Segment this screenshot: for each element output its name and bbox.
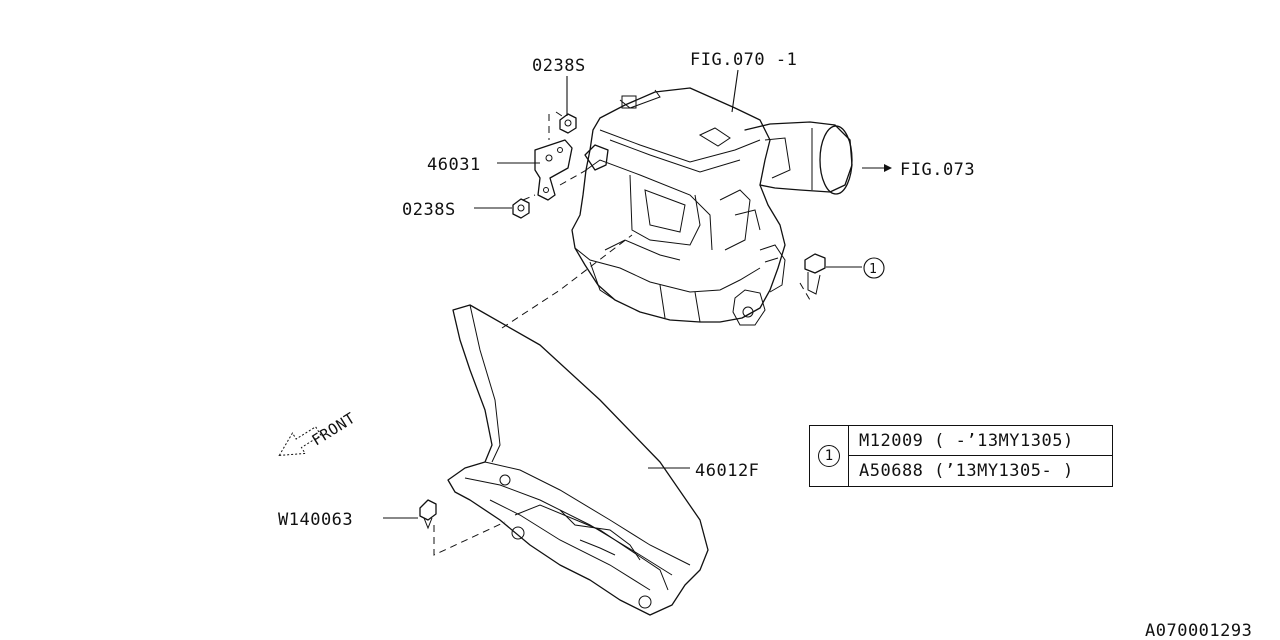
legend-row-2: A50688 (’13MY1305- ) — [859, 461, 1074, 481]
bracket-46031 — [534, 139, 573, 201]
air-cleaner-lower-46012f — [447, 304, 709, 616]
label-46031: 46031 — [427, 155, 481, 175]
nut-0238s-bottom — [512, 198, 530, 219]
legend-marker: 1 — [818, 445, 840, 467]
clip-w140063 — [419, 499, 437, 530]
assembly-lines — [433, 111, 811, 556]
label-46012f: 46012F — [695, 461, 759, 481]
nut-0238s-top — [559, 113, 577, 134]
leader-lines — [383, 69, 862, 519]
legend-marker-cell: 1 — [810, 426, 849, 486]
legend-row-1: M12009 ( -’13MY1305) — [849, 426, 1113, 456]
label-fig070-1: FIG.070 -1 — [690, 50, 797, 70]
label-w140063: W140063 — [278, 510, 353, 530]
callout-circle-1: 1 — [863, 257, 885, 279]
label-0238s-top: 0238S — [532, 56, 586, 76]
label-fig073: FIG.073 — [900, 160, 975, 180]
label-0238s-bottom: 0238S — [402, 200, 456, 220]
front-direction-arrow — [278, 426, 322, 457]
legend-table: 1 M12009 ( -’13MY1305) A50688 (’13MY1305… — [809, 425, 1113, 487]
front-label: FRONT — [309, 409, 359, 450]
air-cleaner-case — [571, 87, 853, 326]
case-stud — [584, 144, 609, 171]
figure-id: A070001293 — [1145, 621, 1252, 640]
bolt-callout-1 — [804, 253, 826, 295]
callout-1-text: 1 — [869, 262, 877, 277]
arrow-to-fig073 — [862, 164, 892, 172]
